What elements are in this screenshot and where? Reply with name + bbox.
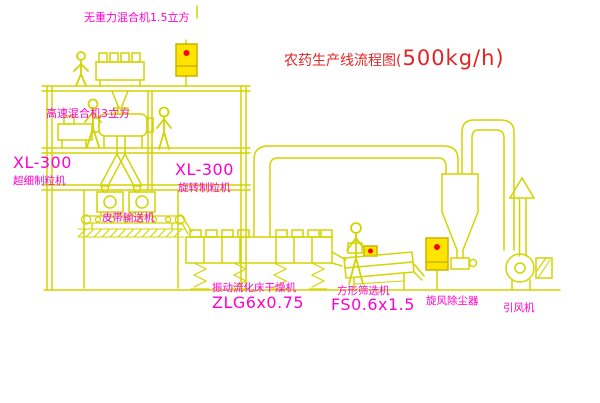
worker-figure-second-floor-right <box>156 106 172 150</box>
floor-hatching <box>77 228 185 238</box>
worker-figures <box>73 51 366 285</box>
fluid-bed-dryer <box>185 229 347 290</box>
induced-draft-fan <box>505 253 553 290</box>
label-dryer-model: ZLG6x0.75 <box>212 293 305 312</box>
control-cabinet-2 <box>425 237 449 291</box>
indicator-light-icon <box>183 50 190 56</box>
high-speed-mixer <box>92 107 154 185</box>
granulator-left <box>96 185 124 217</box>
diagram-title: 农药生产线流程图(500kg/h) <box>284 46 505 70</box>
diagram-title-capacity: 500kg/h) <box>402 46 505 70</box>
control-cabinet-1 <box>175 39 198 87</box>
platform-structure <box>41 85 251 291</box>
label-granulator-left-name: 超细制粒机 <box>13 175 66 187</box>
label-sieve-name: 方形筛选机 <box>337 285 390 297</box>
worker-figure-ground <box>346 222 366 285</box>
label-granulator-left-model: XL-300 <box>13 153 72 172</box>
gravity-mixer <box>95 52 145 114</box>
duct-dryer-to-cyclone <box>253 145 459 238</box>
rain-cap-icon <box>508 176 536 199</box>
label-granulator-right-name: 旋转制粒机 <box>178 182 231 194</box>
indicator-light-icon <box>434 244 440 250</box>
granulator-right <box>128 185 156 217</box>
worker-figure-second-floor-left <box>84 98 102 148</box>
exhaust-stack <box>508 176 536 257</box>
label-high-speed-mixer: 高速混合机3立方 <box>46 107 130 120</box>
duct-cyclone-to-fan <box>461 119 515 251</box>
label-granulator-right-model: XL-300 <box>175 160 234 179</box>
dryer-spring-supports <box>190 262 328 290</box>
diagram-title-text: 农药生产线流程图( <box>284 53 402 69</box>
label-belt-conveyor: 皮带输送机 <box>102 212 155 224</box>
square-sieve <box>343 242 425 291</box>
indicator-light-icon <box>368 248 373 254</box>
label-cyclone: 旋风除尘器 <box>426 295 479 307</box>
cyclone-separator <box>441 173 479 270</box>
label-gravity-mixer: 无重力混合机1.5立方 <box>84 11 190 24</box>
worker-figure-top-platform <box>73 51 89 87</box>
auxiliary-machine <box>57 115 93 148</box>
label-sieve-model: FS0.6x1.5 <box>331 295 415 314</box>
belt-conveyor <box>80 214 193 235</box>
label-dryer-name: 振动流化床干燥机 <box>212 282 296 294</box>
label-fan: 引风机 <box>503 302 535 314</box>
